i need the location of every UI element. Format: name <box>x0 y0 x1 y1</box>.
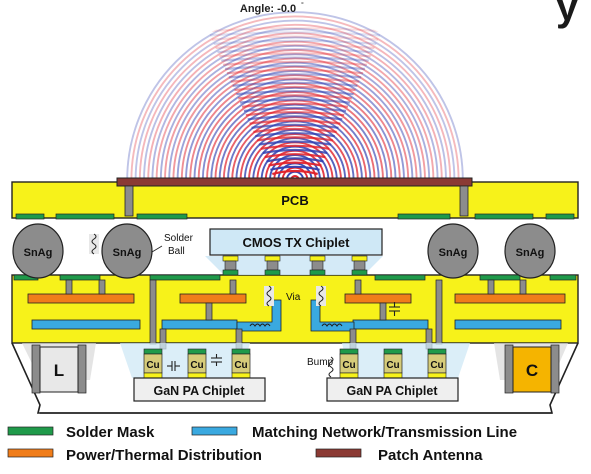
substrate-capacitor-icon <box>389 302 400 316</box>
power-thermal-layer <box>344 293 412 304</box>
pcb-via <box>124 185 134 217</box>
cu-pillar: Cu <box>231 348 251 379</box>
cu-label: Cu <box>146 360 159 371</box>
legend: Solder Mask Matching Network/Transmissio… <box>7 424 517 464</box>
legend-label-matching-network: Matching Network/Transmission Line <box>252 424 517 441</box>
pcb-label: PCB <box>281 193 308 208</box>
patch-antenna <box>116 177 473 187</box>
inductor-terminal <box>77 344 87 394</box>
gan-capacitor-icon <box>211 354 222 366</box>
cu-pillars-right: Cu Cu Cu <box>339 348 447 379</box>
cu-pillars-left: Cu Cu Cu <box>143 348 251 379</box>
cmos-underfill <box>205 256 383 275</box>
solder-ball-leader <box>151 245 163 253</box>
power-thermal-layer <box>454 293 566 304</box>
inductor-label: L <box>54 361 64 380</box>
legend-swatch-patch-antenna <box>315 448 362 458</box>
via-callout: Via <box>286 292 301 303</box>
cu-pillar: Cu <box>383 348 403 379</box>
substrate-solder-mask <box>59 274 101 281</box>
cu-label: Cu <box>342 360 355 371</box>
solder-ball: SnAg <box>427 223 479 279</box>
solder-ball-callout: Solder <box>164 233 194 244</box>
inductor-terminal <box>31 344 41 394</box>
cu-pillar: Cu <box>143 348 163 379</box>
matching-network-layer <box>352 319 429 330</box>
cu-label: Cu <box>430 360 443 371</box>
substrate-inductor-icon <box>321 323 343 327</box>
capacitor-terminal <box>504 344 514 394</box>
cu-label: Cu <box>234 360 247 371</box>
angle-degree-mark: ° <box>301 1 304 9</box>
matching-network-layer <box>161 319 238 330</box>
substrate-solder-mask <box>479 274 521 281</box>
substrate-solder-mask <box>549 274 577 281</box>
legend-label-power-thermal: Power/Thermal Distribution <box>66 447 262 464</box>
legend-swatch-power-thermal <box>7 448 54 458</box>
legend-label-patch-antenna: Patch Antenna <box>378 447 483 464</box>
gan-label-right: GaN PA Chiplet <box>347 384 439 398</box>
package-substrate <box>11 274 579 344</box>
legend-swatch-solder-mask <box>7 426 54 436</box>
gan-pa-chiplet-right <box>326 377 459 402</box>
solder-ball-label: SnAg <box>113 247 142 259</box>
radiation-pattern <box>126 11 464 180</box>
legend-swatch-matching-network <box>191 426 238 436</box>
solder-balls: SnAg SnAg SnAg SnAg <box>12 223 556 279</box>
pcb-board <box>11 181 579 219</box>
gan-underfill-right <box>342 343 470 378</box>
solder-ball: SnAg <box>504 223 556 279</box>
cmos-label: CMOS TX Chiplet <box>243 235 351 250</box>
solder-ball-label: SnAg <box>24 247 53 259</box>
substrate-inductor-icon <box>316 285 326 307</box>
package-frame <box>11 342 579 414</box>
gan-label-left: GaN PA Chiplet <box>154 384 246 398</box>
substrate-inductor-icon <box>249 323 271 327</box>
cu-pillar: Cu <box>339 348 359 379</box>
solder-ball-label: SnAg <box>516 247 545 259</box>
gan-capacitor-icon <box>167 361 180 371</box>
cu-pillar: Cu <box>427 348 447 379</box>
matching-network-layer <box>454 319 562 330</box>
substrate-solder-mask <box>374 274 426 281</box>
gan-underfill-left <box>120 343 250 378</box>
bump-callout: Bump <box>307 357 334 368</box>
pcb-solder-mask-pad <box>15 213 45 220</box>
matching-network-layer <box>31 319 141 330</box>
pcb-inductor-icon <box>89 233 99 255</box>
cmos-tx-chiplet <box>209 228 383 256</box>
cu-label: Cu <box>386 360 399 371</box>
solder-ball-label: SnAg <box>439 247 468 259</box>
pcb-solder-mask-pad <box>397 213 451 220</box>
gan-pa-chiplet-left <box>133 377 266 402</box>
substrate-inductor-icon <box>264 285 274 307</box>
angle-label: Angle: -0.0 <box>240 3 296 15</box>
substrate-solder-mask <box>149 274 221 281</box>
pcb-solder-mask-pad <box>545 213 575 220</box>
pcb-solder-mask-pad <box>474 213 534 220</box>
pcb-via <box>459 185 469 217</box>
pcb-solder-mask-pad <box>55 213 115 220</box>
solder-ball: SnAg <box>101 223 153 279</box>
power-thermal-layer <box>27 293 135 304</box>
capacitor-component <box>512 346 552 393</box>
bump-inductor-icon <box>328 356 334 378</box>
capacitor-label: C <box>526 361 538 380</box>
legend-label-solder-mask: Solder Mask <box>66 424 155 441</box>
cmos-bumps <box>222 255 368 276</box>
power-thermal-layer <box>179 293 247 304</box>
pcb-solder-mask-pad <box>136 213 188 220</box>
cu-pillar: Cu <box>187 348 207 379</box>
capacitor-terminal <box>550 344 560 394</box>
solder-ball-callout-line2: Ball <box>168 246 185 257</box>
substrate-vias <box>65 279 527 350</box>
inductor-component <box>39 346 79 393</box>
cu-label: Cu <box>190 360 203 371</box>
title-fragment: y <box>556 0 579 29</box>
solder-ball: SnAg <box>12 223 64 279</box>
